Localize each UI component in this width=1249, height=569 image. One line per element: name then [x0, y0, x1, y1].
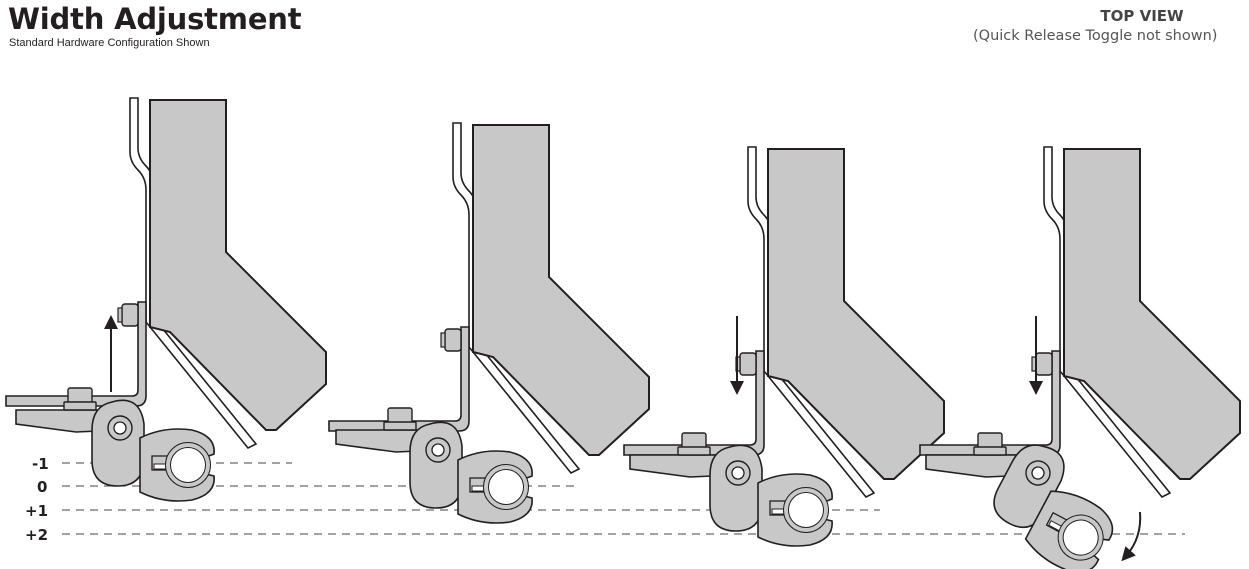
assembly-position-minus-1 [5, 97, 327, 501]
page-title: Width Adjustment [8, 2, 302, 36]
page-subtitle: Standard Hardware Configuration Shown [9, 37, 210, 49]
level-label-plus-2: +2 [25, 526, 48, 544]
level-label-0: 0 [37, 478, 47, 496]
assembly-position-plus-1 [623, 146, 945, 546]
assembly-position-plus-2 [919, 146, 1241, 569]
assembly-position-0 [328, 122, 650, 523]
level-label-minus-1: -1 [32, 455, 49, 473]
level-label-plus-1: +1 [25, 502, 48, 520]
view-note: (Quick Release Toggle not shown) [973, 28, 1218, 44]
view-title: TOP VIEW [1100, 7, 1184, 25]
rotate-arrow-icon [1121, 511, 1142, 562]
